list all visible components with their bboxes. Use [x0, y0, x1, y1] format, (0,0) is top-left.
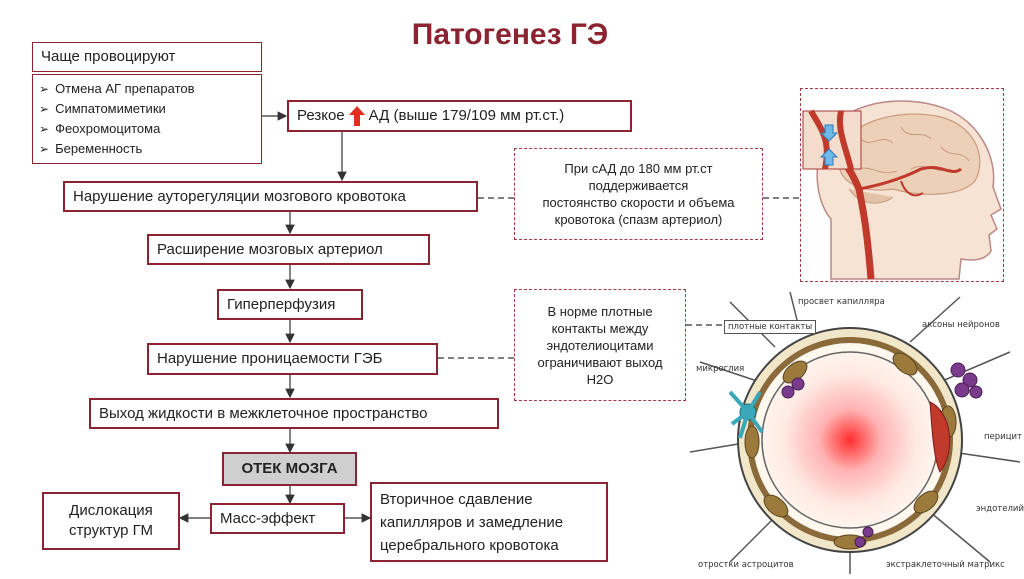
page-title: Патогенез ГЭ [411, 18, 609, 51]
label-microglia: микроглия [696, 364, 745, 374]
mass-effect-text: Масс-эффект [220, 509, 316, 527]
compression-line1: Вторичное сдавление [380, 490, 533, 508]
hyperperfusion-box: Гиперперфузия [217, 289, 363, 320]
hyperperfusion-text: Гиперперфузия [227, 295, 336, 313]
capillary-illustration: просвет капилляра плотные контакты аксон… [689, 291, 1024, 574]
rise-bp-prefix: Резкое [297, 107, 345, 124]
arrow-up-icon [348, 106, 365, 126]
note-line: постоянство скорости и объема [542, 195, 735, 210]
fluid-exit-box: Выход жидкости в межклеточное пространст… [89, 398, 499, 429]
capillary-image [689, 291, 1021, 574]
edema-box: ОТЕК МОЗГА [222, 452, 357, 486]
triggers-header: Чаще провоцируют [32, 42, 262, 72]
trigger-item: Беременность [39, 139, 255, 159]
label-astro: отростки астроцитов [698, 560, 794, 570]
label-pericyte: перицит [984, 432, 1022, 442]
label-endothelium: эндотелий [976, 504, 1024, 514]
label-tight-junctions: плотные контакты [724, 320, 817, 334]
dislocation-line1: Дислокация [69, 502, 153, 519]
fluid-exit-text: Выход жидкости в межклеточное пространст… [99, 404, 428, 422]
label-lumen: просвет капилляра [798, 297, 885, 307]
note-line: контакты между [551, 320, 649, 336]
trigger-item: Отмена АГ препаратов [39, 79, 255, 99]
note-line: эндотелиоцитами [546, 337, 654, 353]
compression-line2: капилляров и замедление [380, 513, 564, 531]
compression-box: Вторичное сдавление капилляров и замедле… [370, 482, 608, 562]
label-matrix: экстраклеточный матрикс [886, 560, 1005, 570]
note-line: В норме плотные [547, 303, 653, 319]
edema-text: ОТЕК МОЗГА [241, 460, 338, 477]
mass-effect-box: Масс-эффект [210, 503, 345, 534]
dislocation-line2: структур ГМ [69, 522, 153, 539]
rise-bp-box: Резкое АД (выше 179/109 мм рт.ст.) [287, 100, 632, 132]
trigger-item: Симпатомиметики [39, 99, 255, 119]
head-brain-image [802, 100, 1002, 280]
note-line: кровотока (спазм артериол) [554, 212, 723, 227]
bbb-note: В норме плотные контакты между эндотелио… [514, 289, 686, 401]
permeability-text: Нарушение проницаемости ГЭБ [157, 350, 383, 367]
note-line: поддерживается [588, 178, 689, 193]
dilation-text: Расширение мозговых артериол [157, 240, 383, 258]
permeability-box: Нарушение проницаемости ГЭБ [147, 343, 438, 375]
head-illustration [800, 88, 1004, 282]
dilation-box: Расширение мозговых артериол [147, 234, 430, 265]
autoregulation-text: Нарушение ауторегуляции мозгового кровот… [73, 187, 406, 205]
dislocation-box: Дислокация структур ГМ [42, 492, 180, 550]
triggers-list: Отмена АГ препаратов Симпатомиметики Фео… [32, 74, 262, 164]
note-line: Н2О [586, 371, 614, 387]
label-axons: аксоны нейронов [922, 320, 1000, 330]
autoregulation-note: При сАД до 180 мм рт.ст поддерживается п… [514, 148, 763, 240]
compression-line3: церебрального кровотока [380, 536, 559, 554]
triggers-header-text: Чаще провоцируют [41, 48, 176, 65]
note-line: ограничивают выход [537, 354, 663, 370]
note-line: При сАД до 180 мм рт.ст [564, 161, 713, 176]
rise-bp-suffix: АД (выше 179/109 мм рт.ст.) [368, 107, 565, 124]
autoregulation-box: Нарушение ауторегуляции мозгового кровот… [63, 181, 478, 212]
trigger-item: Феохромоцитома [39, 119, 255, 139]
